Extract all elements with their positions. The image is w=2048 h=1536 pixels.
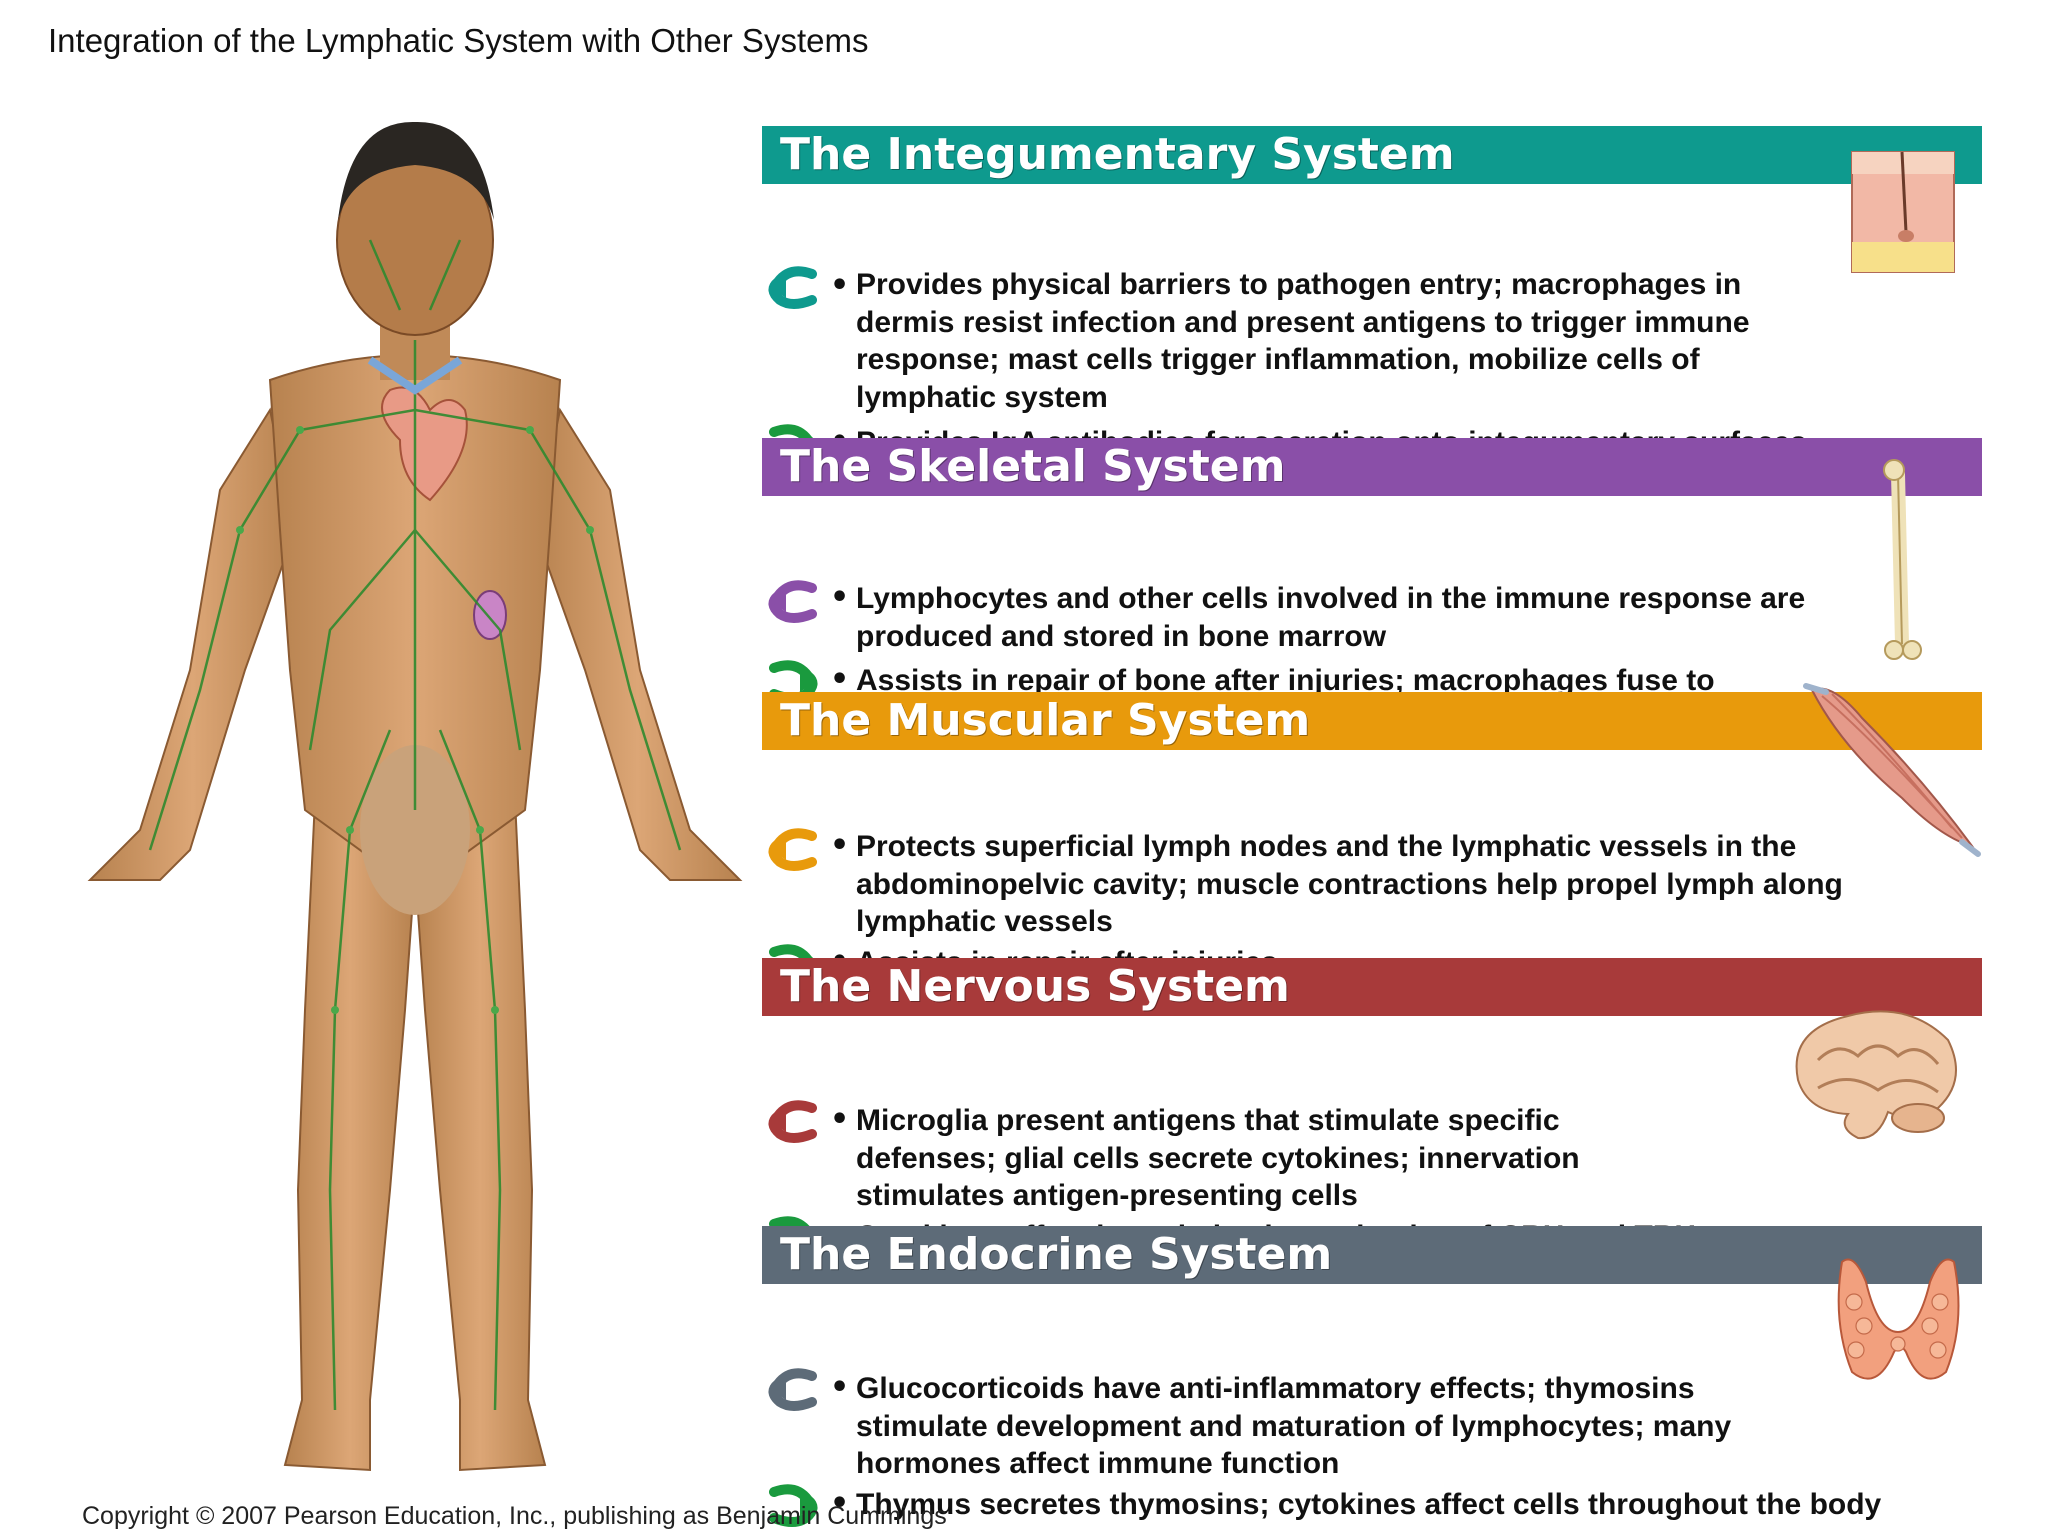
item-text: Lymphocytes and other cells involved in …	[856, 582, 1806, 653]
section-nervous: The Nervous System • Microglia present a…	[762, 958, 1982, 1259]
arrow-left-icon	[768, 576, 818, 626]
copyright-notice: Copyright © 2007 Pearson Education, Inc.…	[82, 1502, 947, 1530]
bullet: •	[830, 828, 850, 863]
section-heading: The Skeletal System	[780, 441, 1286, 492]
skin-cross-section-icon	[1842, 132, 1964, 282]
item-text: Provides physical barriers to pathogen e…	[856, 268, 1750, 414]
section-heading: The Nervous System	[780, 961, 1290, 1012]
bullet: •	[830, 1102, 850, 1137]
section-heading: The Integumentary System	[780, 129, 1455, 180]
section-heading: The Endocrine System	[780, 1229, 1333, 1280]
brain-icon	[1778, 1000, 1968, 1150]
arrow-left-icon	[768, 262, 818, 312]
muscle-icon	[1802, 678, 1982, 858]
arrow-left-icon	[768, 1364, 818, 1414]
arrow-right-icon	[768, 1480, 818, 1530]
bullet: •	[830, 1486, 850, 1521]
bullet: •	[830, 580, 850, 615]
section-heading-band: The Nervous System	[762, 958, 1982, 1016]
section-heading-band: The Muscular System	[762, 692, 1982, 750]
item-text: Microglia present antigens that stimulat…	[856, 1104, 1580, 1212]
section-skeletal: The Skeletal System • Lymphocytes and ot…	[762, 438, 1982, 735]
section-heading: The Muscular System	[780, 695, 1311, 746]
section-heading-band: The Skeletal System	[762, 438, 1982, 496]
section-endocrine: The Endocrine System • Glucocorticoids h…	[762, 1226, 1982, 1527]
femur-bone-icon	[1872, 454, 1932, 664]
section-heading-band: The Integumentary System	[762, 126, 1982, 184]
thyroid-gland-icon	[1822, 1242, 1972, 1402]
item-text: Glucocorticoids have anti-inflammatory e…	[856, 1372, 1732, 1480]
section-muscular: The Muscular System • Protects superfici…	[762, 683, 1982, 987]
arrow-left-icon	[768, 824, 818, 874]
page-title: Integration of the Lymphatic System with…	[48, 22, 869, 59]
bullet: •	[830, 662, 850, 697]
item-text: Protects superficial lymph nodes and the…	[856, 830, 1843, 938]
section-integumentary: The Integumentary System • Provides phys…	[762, 126, 1982, 467]
section-heading-band: The Endocrine System	[762, 1226, 1982, 1284]
human-body-lymphatic-illustration	[70, 110, 760, 1500]
item-text: Thymus secretes thymosins; cytokines aff…	[856, 1488, 1882, 1521]
bullet: •	[830, 1370, 850, 1405]
bullet: •	[830, 268, 850, 303]
arrow-left-icon	[768, 1096, 818, 1146]
